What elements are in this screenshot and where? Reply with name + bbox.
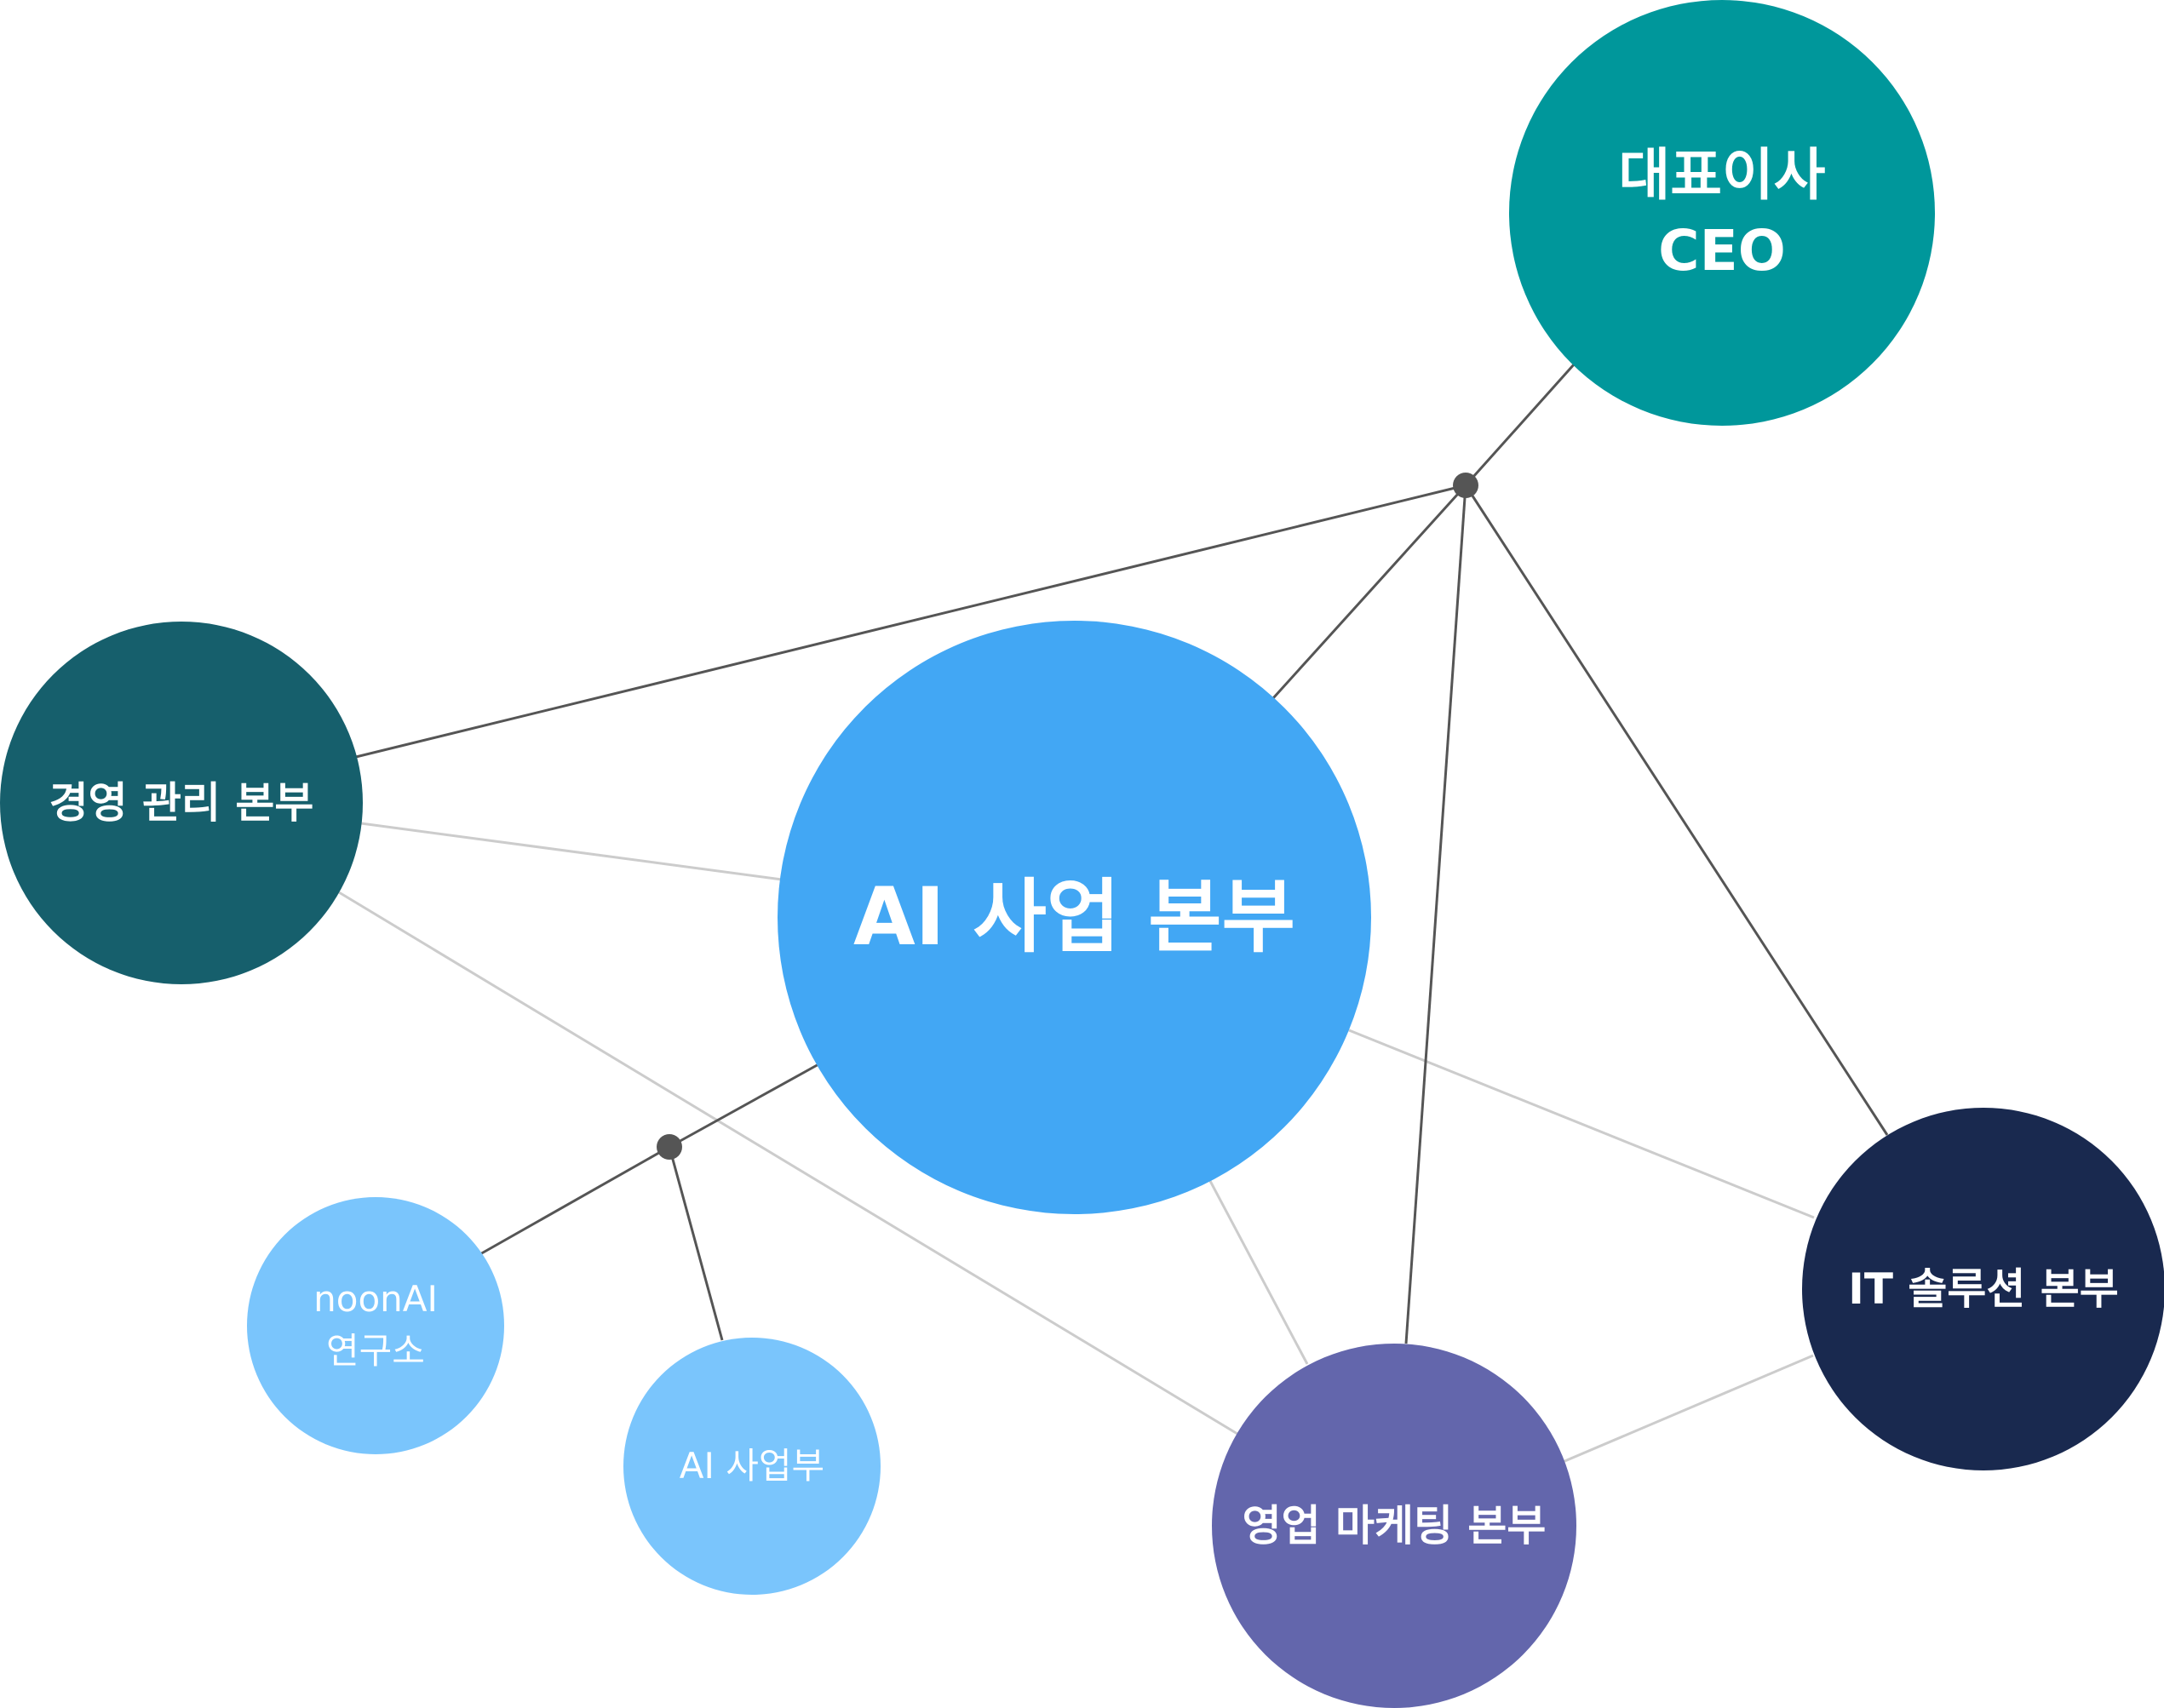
hierarchy-line-junction-management — [355, 484, 1467, 759]
hierarchy-line-junction-ai — [1271, 484, 1467, 700]
noon-ai-lab-label-line2: 연구소 — [326, 1330, 425, 1372]
ceo-label-english: CEO — [1658, 218, 1786, 284]
ai-junction-dot — [657, 1134, 682, 1160]
node-it-solution[interactable]: IT 솔루션 본부 — [1802, 1108, 2164, 1470]
hierarchy-lines — [355, 362, 1889, 1344]
hierarchy-line-junction-it — [1464, 484, 1889, 1136]
it-solution-label: IT 솔루션 본부 — [1848, 1264, 2119, 1314]
ceo-junction-dot — [1453, 473, 1478, 498]
hierarchy-line-subjunction-aidept — [668, 1146, 724, 1341]
ceo-label-korean: 대표이사 — [1618, 141, 1826, 208]
ceo-label: 대표이사 CEO — [1619, 137, 1826, 289]
hierarchy-line-ceo-junction — [1464, 362, 1576, 487]
noon-ai-lab-label: noonAI 연구소 — [313, 1274, 438, 1378]
relation-line-sales-it — [1562, 1354, 1814, 1464]
node-noon-ai-lab[interactable]: noonAI 연구소 — [247, 1197, 504, 1454]
sales-marketing-label: 영업 마케팅 본부 — [1242, 1500, 1547, 1550]
node-management[interactable]: 경영 관리 본부 — [0, 622, 363, 984]
relation-line-management-ai — [360, 822, 783, 881]
management-label: 경영 관리 본부 — [49, 777, 314, 828]
node-sales-marketing[interactable]: 영업 마케팅 본부 — [1212, 1344, 1576, 1708]
hierarchy-line-subjunction-noon — [478, 1145, 670, 1257]
node-ai-division[interactable]: AI 사업 본부 — [778, 621, 1371, 1214]
node-ceo[interactable]: 대표이사 CEO — [1509, 0, 1935, 426]
noon-ai-lab-label-line1: noonAI — [313, 1278, 438, 1321]
ai-division-label: AI 사업 본부 — [852, 870, 1296, 964]
node-ai-department[interactable]: AI 사업부 — [623, 1338, 881, 1595]
relation-line-management-sales — [338, 891, 1238, 1436]
relation-line-ai-sales — [1208, 1180, 1309, 1365]
hierarchy-line-junction-sales — [1404, 484, 1467, 1344]
hierarchy-line-ai-subjunction — [669, 1062, 821, 1149]
ai-department-label: AI 사업부 — [679, 1444, 825, 1487]
relation-line-ai-it — [1348, 1029, 1815, 1219]
